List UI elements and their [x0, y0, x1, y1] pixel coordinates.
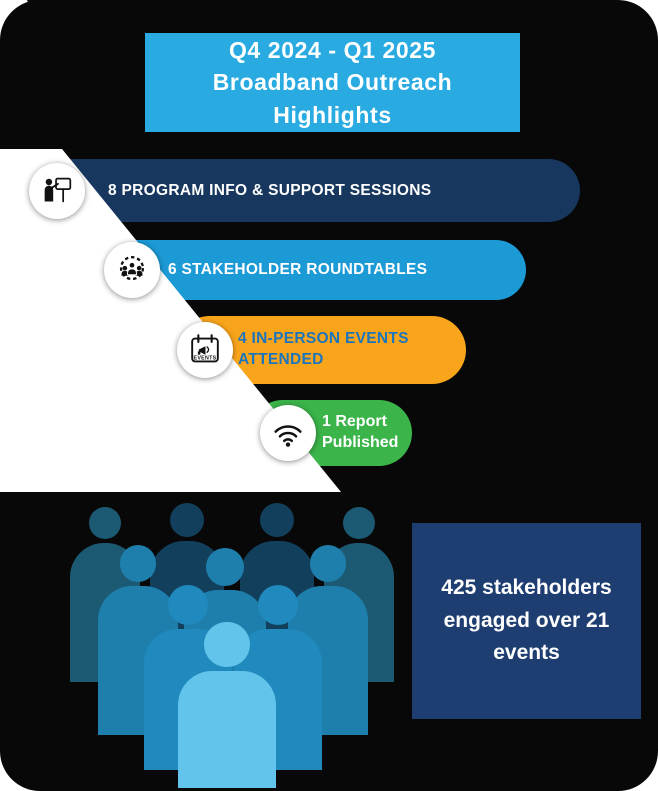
- presenter-icon: [29, 163, 85, 219]
- stakeholders-stat-box: 425 stakeholders engaged over 21 events: [412, 523, 641, 719]
- person-head: [88, 507, 122, 540]
- people-gear-icon-svg: [119, 256, 145, 281]
- bar-label-report-published: 1 Report Published: [322, 413, 399, 451]
- person-head: [342, 507, 376, 540]
- title-line-1: Q4 2024 - Q1 2025: [228, 36, 437, 63]
- person-head: [167, 585, 209, 626]
- presenter-icon-svg: [44, 177, 72, 203]
- person-head: [259, 503, 295, 538]
- corner-notch-decoration: [27, 0, 65, 27]
- person-head: [119, 545, 157, 582]
- person-head: [206, 548, 244, 586]
- title-line-2: Broadband Outreach: [212, 69, 453, 96]
- people-gear-icon: [104, 242, 160, 298]
- person-head: [309, 545, 347, 582]
- bar-label-in-person-events: 4 IN-PERSON EVENTS ATTENDED: [238, 330, 409, 368]
- person-head: [169, 503, 205, 538]
- wifi-icon: [260, 405, 316, 461]
- crowd-person-front: [178, 622, 276, 788]
- events-calendar-label: EVENTS: [194, 356, 217, 362]
- title-text: Q4 2024 - Q1 2025 Broadband Outreach Hig…: [213, 34, 453, 132]
- person-head: [257, 585, 299, 626]
- bar-label-program-sessions: 8 PROGRAM INFO & SUPPORT SESSIONS: [108, 181, 432, 199]
- bar-label-stakeholder-roundtables: 6 STAKEHOLDER ROUNDTABLES: [168, 261, 428, 278]
- title-line-3: Highlights: [273, 101, 392, 128]
- person-torso: [178, 671, 276, 788]
- events-calendar-icon-svg: EVENTS: [191, 334, 219, 363]
- title-banner: Q4 2024 - Q1 2025 Broadband Outreach Hig…: [145, 33, 520, 132]
- events-calendar-icon: EVENTS: [177, 322, 233, 378]
- person-head: [204, 622, 250, 668]
- stakeholders-stat-text: 425 stakeholders engaged over 21 events: [441, 576, 612, 665]
- wifi-icon-svg: [274, 425, 302, 447]
